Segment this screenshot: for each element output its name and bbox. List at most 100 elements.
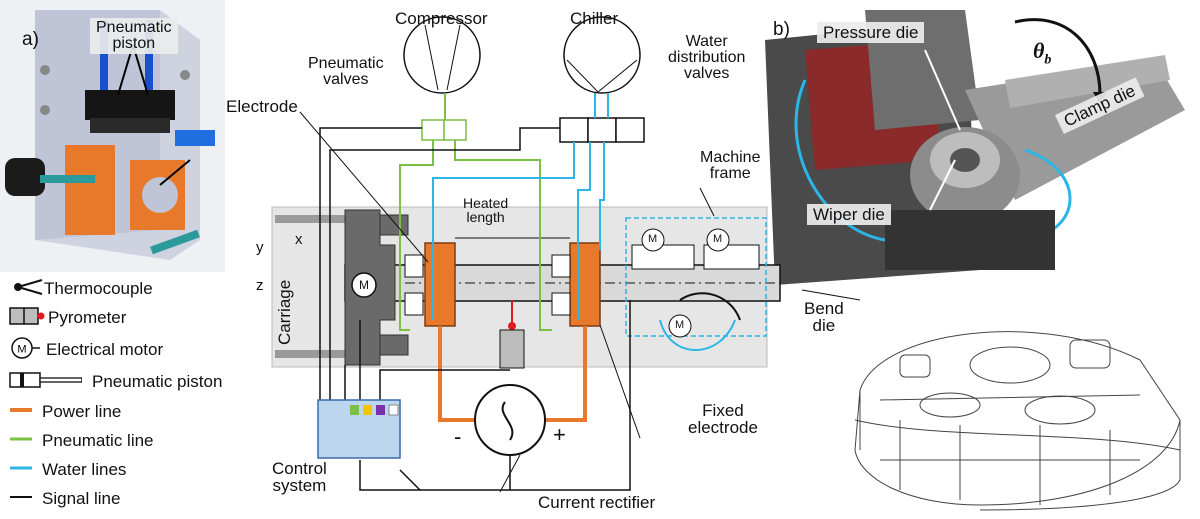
- panel-b-label: b): [773, 19, 790, 40]
- legend-power-line-label: Power line: [42, 402, 122, 421]
- pneumatic-valve-2: [443, 119, 467, 141]
- bend-die-label: Bend die: [804, 300, 844, 334]
- machine-frame-label-line1: Machine: [700, 149, 761, 166]
- pneumatic-valves-label: Pneumatic valves: [308, 56, 384, 88]
- pressure-die-motor-icon: [641, 228, 665, 252]
- fixed-electrode-label: Fixed electrode: [688, 402, 758, 436]
- signal-line-icon: [10, 496, 32, 498]
- control-module-white: [388, 404, 399, 416]
- bend-die-motor-icon: [668, 314, 692, 338]
- carriage-jaw-bottom: [379, 334, 409, 356]
- clamp-die-motor-symbol: M: [713, 233, 723, 245]
- panel-c-wireframe: c): [840, 300, 1185, 515]
- power-line-icon: [10, 408, 32, 412]
- pneumatic-piston-label-line2: piston: [112, 35, 156, 52]
- machine-frame-label-line2: frame: [709, 165, 751, 182]
- piston-icon: [9, 372, 82, 388]
- water-valves-label-line2: distribution: [668, 49, 746, 66]
- water-valve-1: [559, 117, 589, 143]
- pyrometer-spot: [508, 322, 516, 330]
- thermocouple-icon: [14, 279, 43, 295]
- legend-motor-label: Electrical motor: [46, 340, 164, 359]
- pneumatic-lines: [399, 93, 552, 331]
- pressure-die-block: [631, 244, 695, 270]
- motor-icon: M: [11, 337, 40, 359]
- pressure-die-label: Pressure die: [817, 22, 925, 43]
- water-line-icon: [10, 466, 32, 470]
- carriage-jaw-top: [379, 214, 409, 236]
- wiper-die-label: Wiper die: [807, 204, 891, 225]
- carriage-motor-symbol: M: [359, 278, 369, 292]
- pressure-die-motor-symbol: M: [648, 233, 658, 245]
- water-lines: [432, 93, 609, 250]
- heated-length-label-line1: Heated: [463, 195, 509, 211]
- svg-text:M: M: [17, 344, 26, 356]
- control-system-label: Control system: [272, 460, 327, 494]
- compressor-label: Compressor: [395, 9, 488, 28]
- panel-b-photo: b) Pressure die Clamp die Wiper die θb: [765, 0, 1200, 285]
- electrode-piston-3: [551, 254, 571, 278]
- current-rectifier-symbol: [474, 384, 546, 456]
- water-valve-3: [615, 117, 645, 143]
- rectifier-minus-label: -: [454, 424, 462, 449]
- carriage-motor-icon: [351, 272, 377, 298]
- clamp-die-motor-icon: [706, 228, 730, 252]
- chiller-label: Chiller: [570, 9, 619, 28]
- current-rectifier-label: Current rectifier: [538, 493, 656, 512]
- carriage-label: Carriage: [275, 279, 294, 345]
- heated-length-label-line2: length: [466, 209, 505, 225]
- control-module-yellow: [363, 405, 372, 415]
- bend-die-cooling: [659, 319, 736, 351]
- rail-top: [275, 215, 350, 223]
- bend-angle-theta: θ: [1033, 38, 1045, 63]
- rail-bottom: [275, 350, 350, 358]
- fixed-electrode-label-line2: electrode: [688, 418, 758, 437]
- pneumatic-line-icon: [10, 437, 32, 441]
- electrode-piston-1: [404, 254, 424, 278]
- axis-z-label: z: [256, 277, 264, 294]
- fixed-electrode: [569, 242, 601, 327]
- legend-pyrometer-label: Pyrometer: [48, 308, 127, 327]
- control-module-green: [350, 405, 359, 415]
- axis-y-label: y: [256, 239, 264, 256]
- pneumatic-piston-label: Pneumatic piston: [90, 18, 178, 54]
- compressor-inner-lines: [424, 24, 461, 91]
- control-module-purple: [376, 405, 385, 415]
- pneumatic-valve-1: [421, 119, 445, 141]
- chiller-symbol: [563, 16, 641, 94]
- electrode-piston-2: [404, 292, 424, 316]
- electrode-piston-4: [551, 292, 571, 316]
- legend-piston-label: Pneumatic piston: [92, 372, 223, 391]
- legend-thermocouple-label: Thermocouple: [44, 279, 153, 298]
- machine-frame-label: Machine frame: [700, 150, 760, 182]
- water-distribution-valves-label: Water distribution valves: [668, 34, 745, 82]
- bend-die-label-line2: die: [812, 316, 836, 335]
- water-valves-label-line1: Water: [685, 33, 728, 50]
- bend-die-arc: [679, 292, 741, 321]
- legend-pneumatic-line-label: Pneumatic line: [42, 431, 154, 450]
- water-valves-label-line3: valves: [684, 65, 730, 82]
- pneumatic-valves-label-line1: Pneumatic: [308, 55, 384, 72]
- panel-a-label: a): [22, 29, 39, 50]
- power-lines: [438, 326, 587, 422]
- pneumatic-piston-assembly-illustration: [5, 10, 215, 260]
- moving-electrode: [424, 242, 456, 327]
- control-system-label-line1: Control: [272, 459, 327, 478]
- bend-die-wireframe-illustration: [854, 331, 1181, 511]
- pyrometer-body: [499, 329, 525, 369]
- bend-die-label-line1: Bend: [804, 299, 844, 318]
- pneumatic-valves-label-line2: valves: [323, 71, 369, 88]
- bend-angle-subscript: b: [1044, 52, 1052, 68]
- legend-signal-line-label: Signal line: [42, 489, 121, 508]
- bend-die-motor-symbol: M: [675, 319, 685, 331]
- heated-length-label: Heated length: [463, 196, 508, 224]
- electrode-label: Electrode: [226, 97, 298, 116]
- rectifier-inner-symbol: [501, 401, 514, 441]
- leader-lines: [299, 111, 861, 493]
- bend-angle-label: θb: [1033, 40, 1051, 67]
- axis-x-label: x: [295, 231, 303, 248]
- rectifier-plus-label: +: [553, 422, 566, 447]
- legend-water-line-label: Water lines: [42, 460, 127, 479]
- fixed-electrode-label-line1: Fixed: [702, 401, 744, 420]
